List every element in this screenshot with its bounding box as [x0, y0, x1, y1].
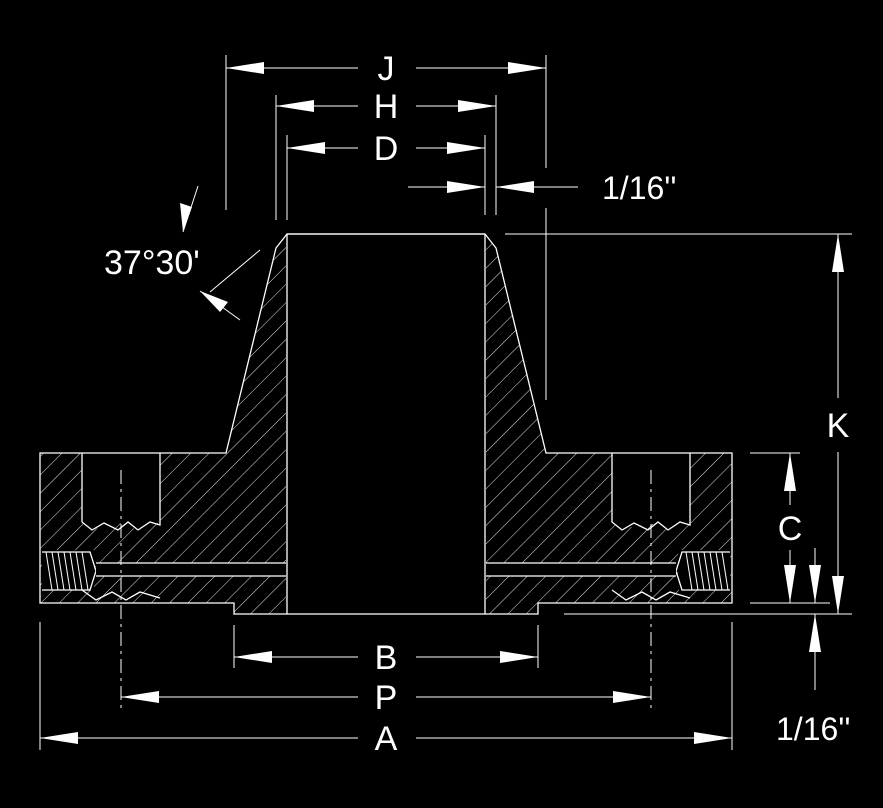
label-gap-top: 1/16''	[602, 170, 677, 206]
label-h: H	[374, 88, 399, 126]
dimension-gap-top: 1/16''	[408, 170, 677, 206]
dimension-h: H	[276, 88, 496, 126]
label-k: K	[827, 407, 850, 445]
label-j: J	[378, 50, 395, 88]
passage-left	[96, 562, 286, 577]
dimension-d: D	[287, 130, 485, 168]
label-angle: 37°30'	[104, 244, 200, 282]
label-a: A	[375, 720, 398, 758]
label-p: P	[375, 679, 398, 717]
label-d: D	[374, 130, 399, 168]
centerlines	[120, 470, 652, 710]
dimension-angle: 37°30'	[104, 185, 261, 321]
label-c: C	[778, 510, 803, 548]
dimension-j: J	[226, 50, 546, 88]
label-b: B	[375, 639, 398, 677]
dimension-gap-bottom: 1/16''	[776, 548, 851, 747]
tapped-hole-right	[675, 550, 730, 591]
dimension-p: P	[121, 679, 651, 717]
passage-right	[486, 562, 676, 577]
dimension-k: K	[827, 234, 850, 614]
bore	[286, 234, 486, 614]
flange-outline	[39, 233, 733, 615]
tapped-hole-left	[42, 550, 97, 591]
dimension-c: C	[778, 453, 803, 603]
dimension-b: B	[234, 639, 538, 677]
extension-lines	[39, 55, 852, 750]
dimension-a: A	[40, 720, 732, 758]
label-gap-bottom: 1/16''	[776, 711, 851, 747]
break-lines	[81, 589, 691, 601]
